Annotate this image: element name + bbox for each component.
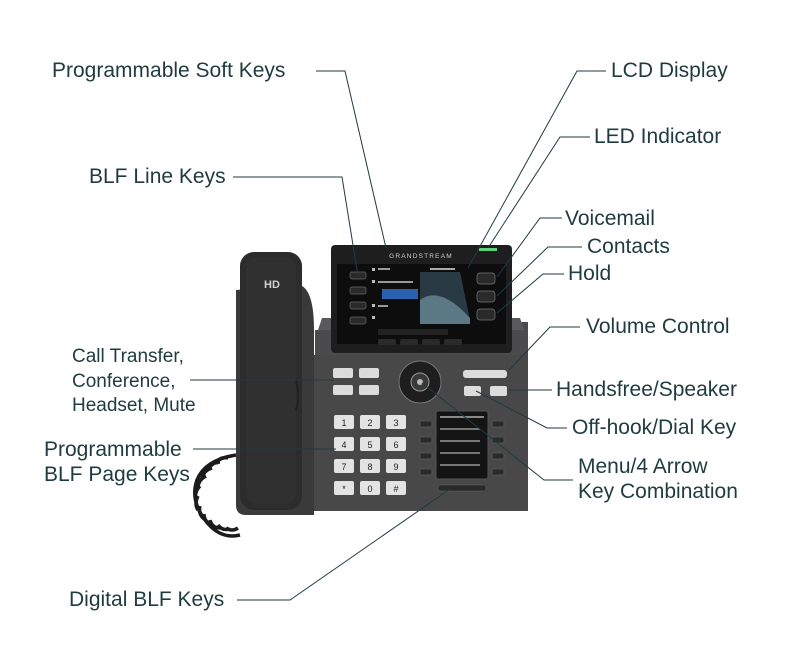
keypad-key-bg (360, 481, 380, 495)
label-menu-arrow-keys: Menu/4 Arrow Key Combination (578, 454, 738, 504)
keypad-key-bg (334, 437, 354, 451)
keypad-key: 6 (393, 440, 398, 450)
keypad-key-bg (334, 415, 354, 429)
label-handsfree-speaker: Handsfree/Speaker (556, 378, 737, 401)
keypad-key-bg (386, 459, 406, 473)
keypad-key: 9 (393, 462, 398, 472)
coiled-cord (193, 453, 241, 538)
keypad-key: 3 (393, 418, 398, 428)
navigation-pad (398, 360, 442, 404)
label-call-transfer: Call Transfer, Conference, Headset, Mute (72, 345, 196, 419)
keypad-key: 5 (367, 440, 372, 450)
keypad-key-bg (360, 459, 380, 473)
keypad-key: * (342, 484, 346, 494)
label-call-transfer-line2: Conference, (72, 370, 176, 392)
feature-keys (333, 368, 379, 395)
label-digital-blf-keys: Digital BLF Keys (69, 588, 225, 611)
label-blf-page-keys-line2: BLF Page Keys (44, 463, 190, 487)
function-keys (476, 272, 496, 321)
label-call-transfer-line1: Call Transfer, (72, 346, 184, 367)
keypad: 1 2 3 4 5 6 7 8 9 * 0 # (334, 415, 406, 495)
blf-line-keys (349, 271, 367, 325)
label-lcd-display: LCD Display (611, 59, 728, 82)
keypad-key-bg (360, 437, 380, 451)
soft-keys (378, 339, 462, 345)
handset-hd-text: HD (264, 279, 280, 291)
label-voicemail: Voicemail (565, 207, 655, 230)
led-indicator (479, 248, 497, 251)
keypad-key-bg (386, 481, 406, 495)
keypad-key-bg (334, 459, 354, 473)
keypad-key-bg (386, 415, 406, 429)
label-blf-page-keys: Programmable BLF Page Keys (44, 437, 190, 487)
keypad-key-bg (360, 415, 380, 429)
keypad-key: 7 (341, 462, 346, 472)
brand-text: GRANDSTREAM (389, 253, 453, 260)
label-led-indicator: LED Indicator (594, 125, 722, 148)
keypad-key: 1 (341, 418, 346, 428)
volume-control (463, 370, 507, 396)
label-menu-arrow-line2: Key Combination (578, 480, 738, 504)
label-contacts: Contacts (587, 235, 670, 258)
label-blf-page-keys-line1: Programmable (44, 438, 182, 461)
label-hold: Hold (568, 262, 612, 285)
keypad-key: # (393, 484, 398, 494)
leader-lines (190, 70, 606, 601)
keypad-key: 2 (367, 418, 372, 428)
keypad-key-bg (334, 481, 354, 495)
label-menu-arrow-line1: Menu/4 Arrow (578, 455, 708, 478)
keypad-key: 8 (367, 462, 372, 472)
label-volume-control: Volume Control (586, 315, 730, 338)
label-blf-line-keys: BLF Line Keys (89, 165, 226, 188)
lcd-display: GRANDSTREAM (331, 245, 512, 353)
label-call-transfer-line3: Headset, Mute (72, 395, 196, 417)
handset: HD (236, 252, 314, 515)
label-programmable-soft-keys: Programmable Soft Keys (52, 59, 286, 82)
keypad-key: 0 (367, 484, 372, 494)
label-offhook-dial-key: Off-hook/Dial Key (572, 416, 737, 439)
keypad-key-bg (386, 437, 406, 451)
keypad-key: 4 (341, 440, 346, 450)
